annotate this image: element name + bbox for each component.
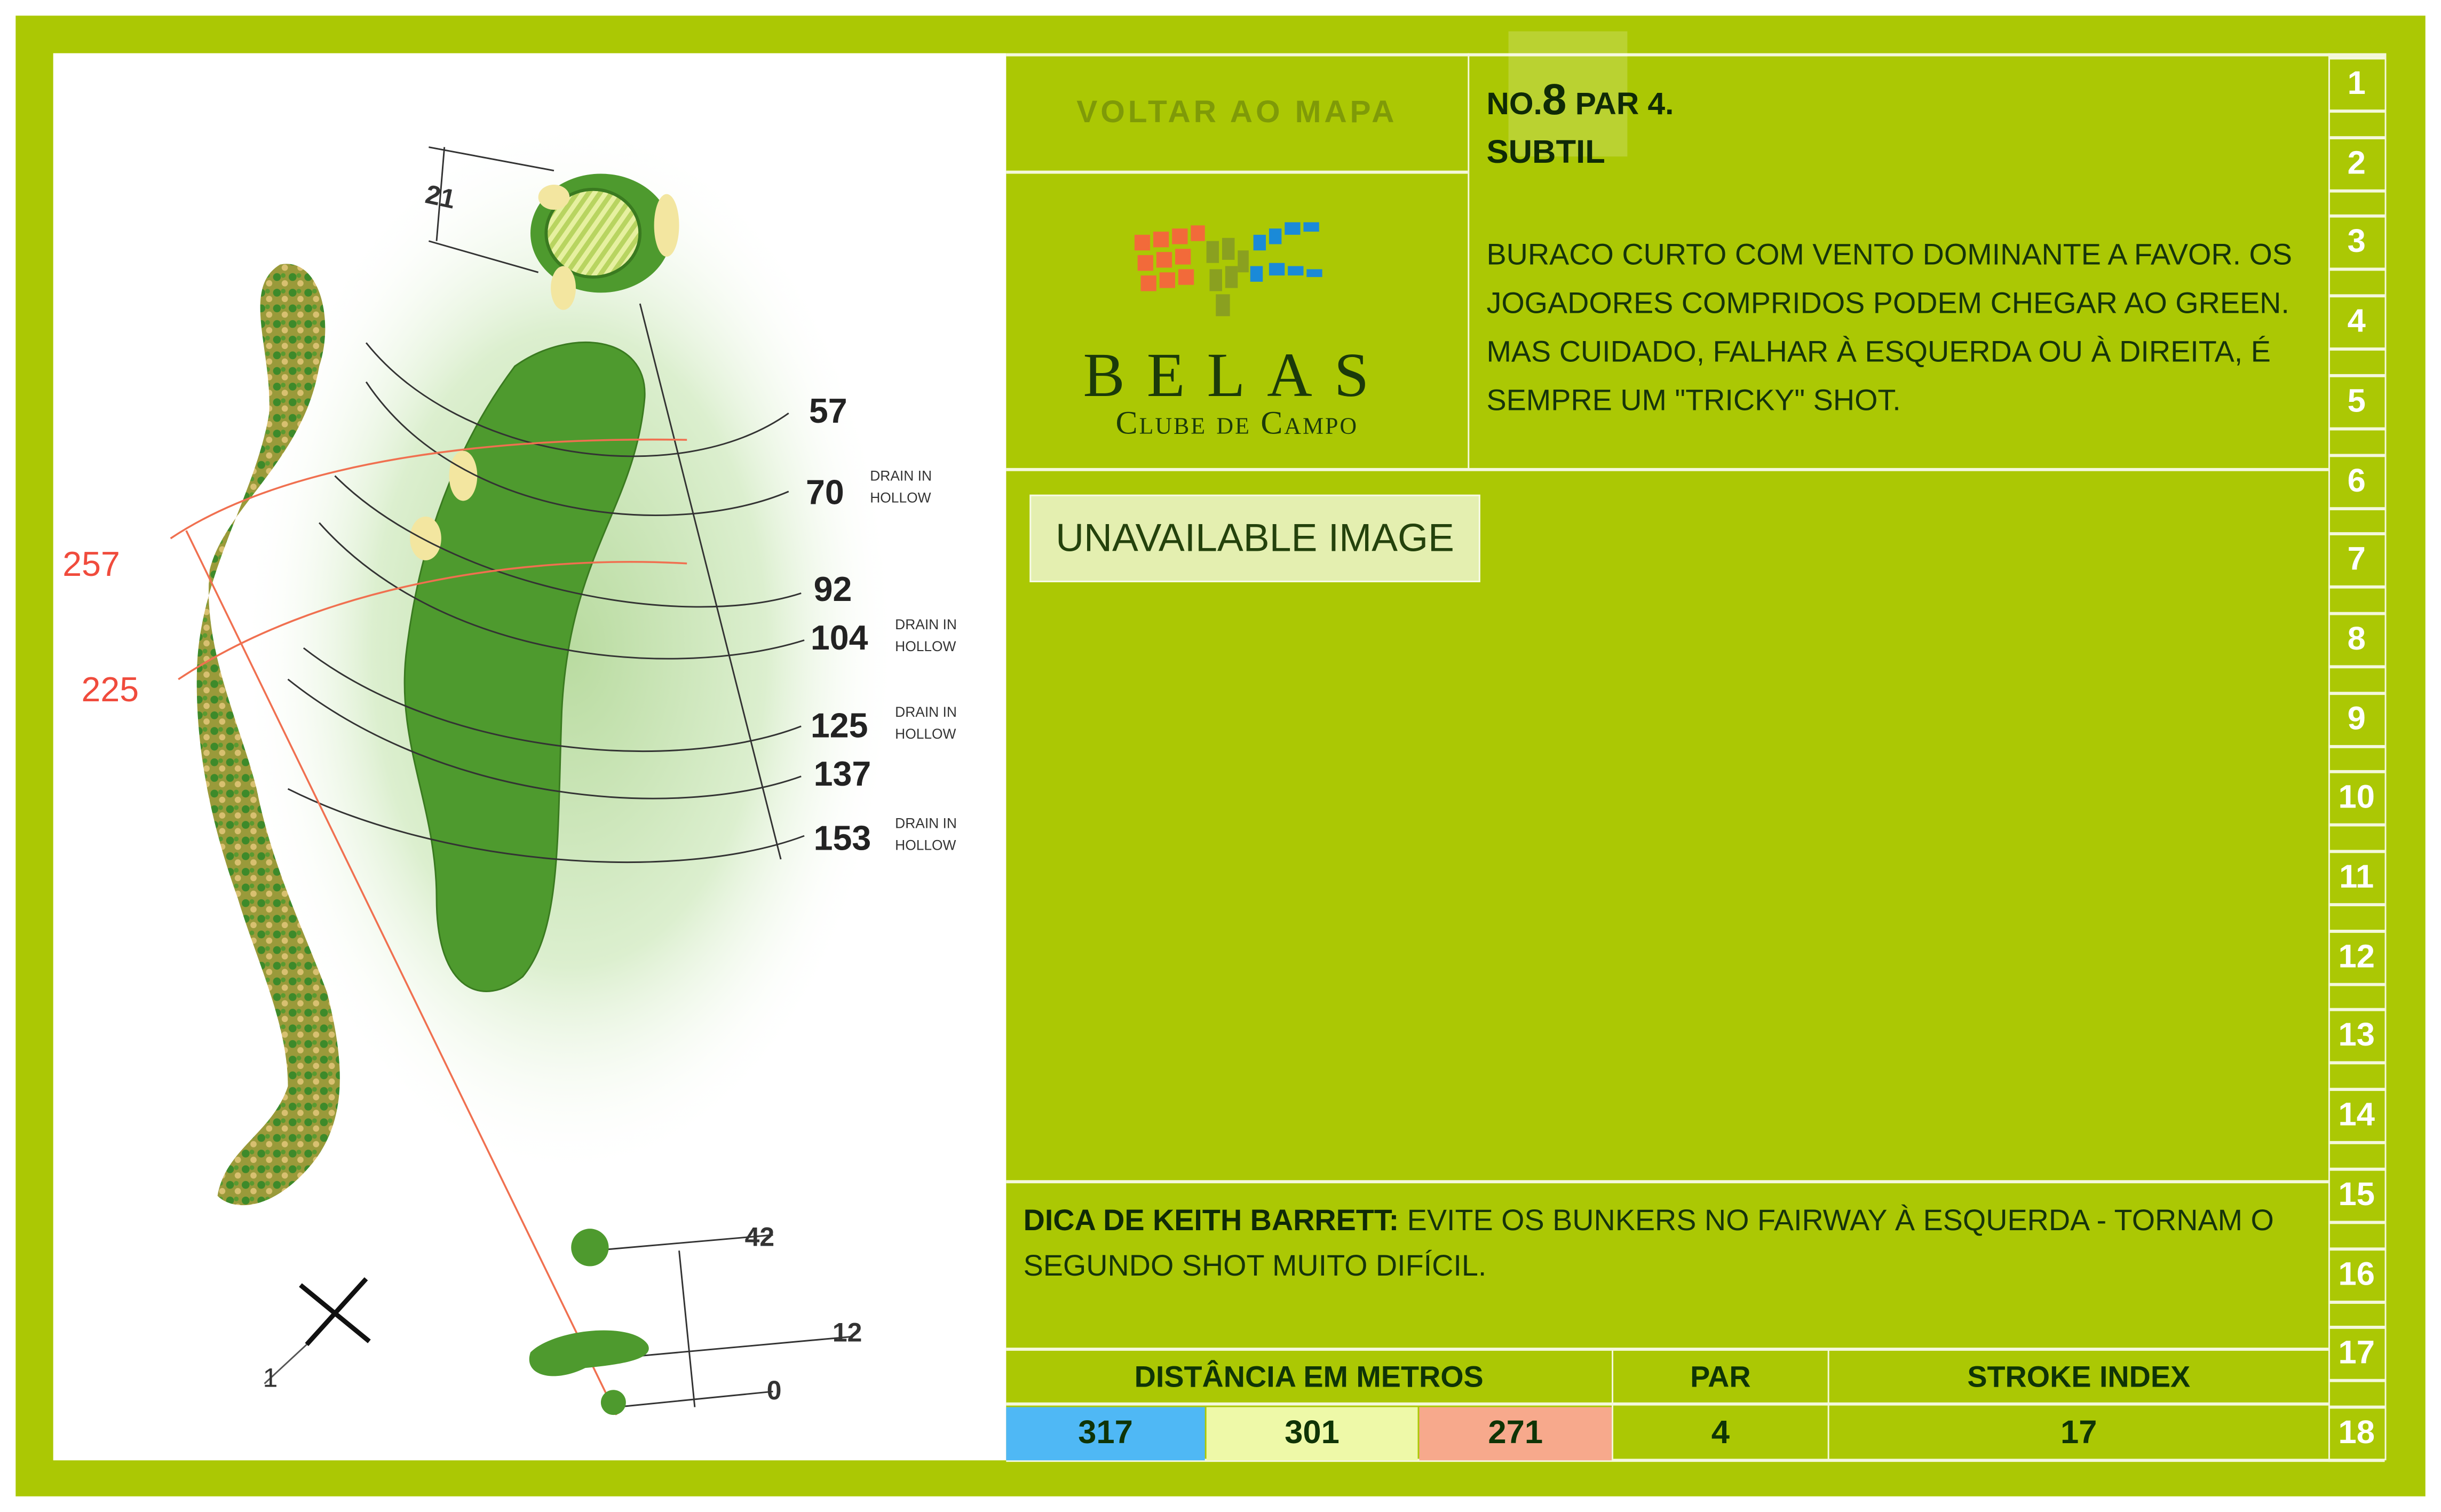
distance-blue-tee: 317 (1006, 1407, 1205, 1461)
divider (1468, 53, 1470, 470)
hole-par: PAR 4. (1575, 88, 1674, 122)
logo-mark-icon (1134, 222, 1322, 316)
divider (1612, 1349, 1613, 1461)
back-to-map-link[interactable]: VOLTAR AO MAPA (1076, 94, 1398, 129)
compass-icon (264, 1277, 371, 1384)
hole-title: NO.8 PAR 4. (1486, 75, 1674, 125)
tree-line (196, 264, 340, 1206)
distance-arcs (287, 146, 852, 1408)
logo-name: BELAS (1083, 339, 1391, 410)
distance-red-tee: 271 (1419, 1407, 1612, 1461)
hole-link-14[interactable]: 14 (2328, 1088, 2385, 1145)
distance-label: 137 (814, 755, 871, 793)
belas-logo: BELAS Clube de Campo (1006, 175, 1468, 469)
hole-link-5[interactable]: 5 (2328, 374, 2385, 430)
tee-distance-label: 12 (833, 1317, 862, 1347)
distance-label: 70 (806, 473, 844, 511)
tip-text: EVITE OS BUNKERS NO FAIRWAY À ESQUERDA -… (1023, 1205, 2274, 1284)
drain-label: HOLLOW (895, 638, 956, 654)
drain-label: DRAIN IN (870, 468, 932, 484)
hole-link-6[interactable]: 6 (2328, 453, 2385, 510)
bunker (654, 194, 679, 257)
divider (1006, 1180, 2328, 1184)
green-depth-label: 21 (423, 179, 458, 214)
tee-box (600, 1390, 626, 1415)
hole-link-2[interactable]: 2 (2328, 136, 2385, 192)
drain-label: HOLLOW (870, 489, 931, 505)
hole-link-17[interactable]: 17 (2328, 1326, 2385, 1383)
hole-number-prefix: NO. (1486, 88, 1542, 122)
compass-label: 1 (263, 1363, 278, 1392)
tee-box (529, 1330, 649, 1376)
distance-label: 153 (814, 819, 871, 857)
divider (1006, 170, 1468, 174)
highlight-overlay (1508, 31, 1628, 157)
stroke-index-header: STROKE INDEX (1967, 1360, 2191, 1394)
hole-link-9[interactable]: 9 (2328, 691, 2385, 748)
tee-box (571, 1229, 609, 1266)
fairway (403, 341, 646, 992)
hole-link-8[interactable]: 8 (2328, 612, 2385, 668)
drain-label: HOLLOW (895, 837, 956, 853)
carry-label: 225 (81, 670, 139, 709)
tip-label: DICA DE KEITH BARRETT: (1023, 1205, 1399, 1238)
drain-label: DRAIN IN (895, 704, 957, 720)
hole-map: 57 70 92 104 125 137 153 DRAIN IN HOLLOW… (53, 53, 1006, 1461)
distance-yellow-tee: 301 (1206, 1407, 1418, 1461)
hole-link-13[interactable]: 13 (2328, 1008, 2385, 1065)
distance-label: 57 (809, 392, 847, 430)
divider (1006, 1348, 2328, 1351)
hole-link-11[interactable]: 11 (2328, 850, 2385, 907)
hole-description: BURACO CURTO COM VENTO DOMINANTE A FAVOR… (1486, 239, 2293, 418)
tee-distance-label: 0 (767, 1375, 782, 1405)
divider (1006, 53, 2385, 57)
divider (1006, 468, 2328, 471)
unavailable-image-placeholder: UNAVAILABLE IMAGE (1029, 494, 1480, 582)
distance-header: DISTÂNCIA EM METROS (1134, 1360, 1484, 1394)
carry-label: 257 (62, 545, 120, 583)
drain-label: DRAIN IN (895, 815, 957, 831)
fairway-bunker (410, 516, 441, 560)
logo-subtitle: Clube de Campo (1115, 403, 1359, 442)
hole-nav-border (2384, 53, 2387, 1461)
pro-tip: DICA DE KEITH BARRETT: EVITE OS BUNKERS … (1024, 1199, 2307, 1289)
divider (1006, 1459, 2385, 1462)
bunker (551, 266, 576, 310)
hole-link-10[interactable]: 10 (2328, 770, 2385, 827)
drain-label: DRAIN IN (895, 616, 957, 632)
hole-map-drawing: 57 70 92 104 125 137 153 DRAIN IN HOLLOW… (62, 116, 957, 1415)
par-value: 4 (1711, 1415, 1730, 1451)
divider (1006, 1402, 2328, 1406)
hole-link-12[interactable]: 12 (2328, 929, 2385, 986)
hole-nav-border (2328, 53, 2330, 1461)
carry-lines (170, 438, 687, 1415)
hole-number: 8 (1542, 75, 1567, 124)
distance-label: 92 (814, 570, 852, 608)
par-header: PAR (1690, 1360, 1751, 1394)
tee-distance-label: 42 (745, 1222, 774, 1252)
hole-link-16[interactable]: 16 (2328, 1246, 2385, 1303)
putting-green (544, 187, 642, 279)
bunker (538, 185, 570, 210)
hole-link-3[interactable]: 3 (2328, 215, 2385, 272)
hole-link-7[interactable]: 7 (2328, 532, 2385, 589)
distance-label: 104 (811, 619, 868, 657)
hole-name: SUBTIL (1486, 134, 1605, 171)
drain-label: HOLLOW (895, 726, 956, 742)
divider (1827, 1349, 1829, 1461)
hole-link-15[interactable]: 15 (2328, 1167, 2385, 1224)
hole-link-18[interactable]: 18 (2328, 1405, 2385, 1462)
hole-link-1[interactable]: 1 (2328, 56, 2385, 113)
hole-link-4[interactable]: 4 (2328, 294, 2385, 351)
fairway-bunker (449, 450, 478, 501)
stroke-index-value: 17 (2060, 1415, 2097, 1451)
distance-label: 125 (811, 706, 868, 745)
